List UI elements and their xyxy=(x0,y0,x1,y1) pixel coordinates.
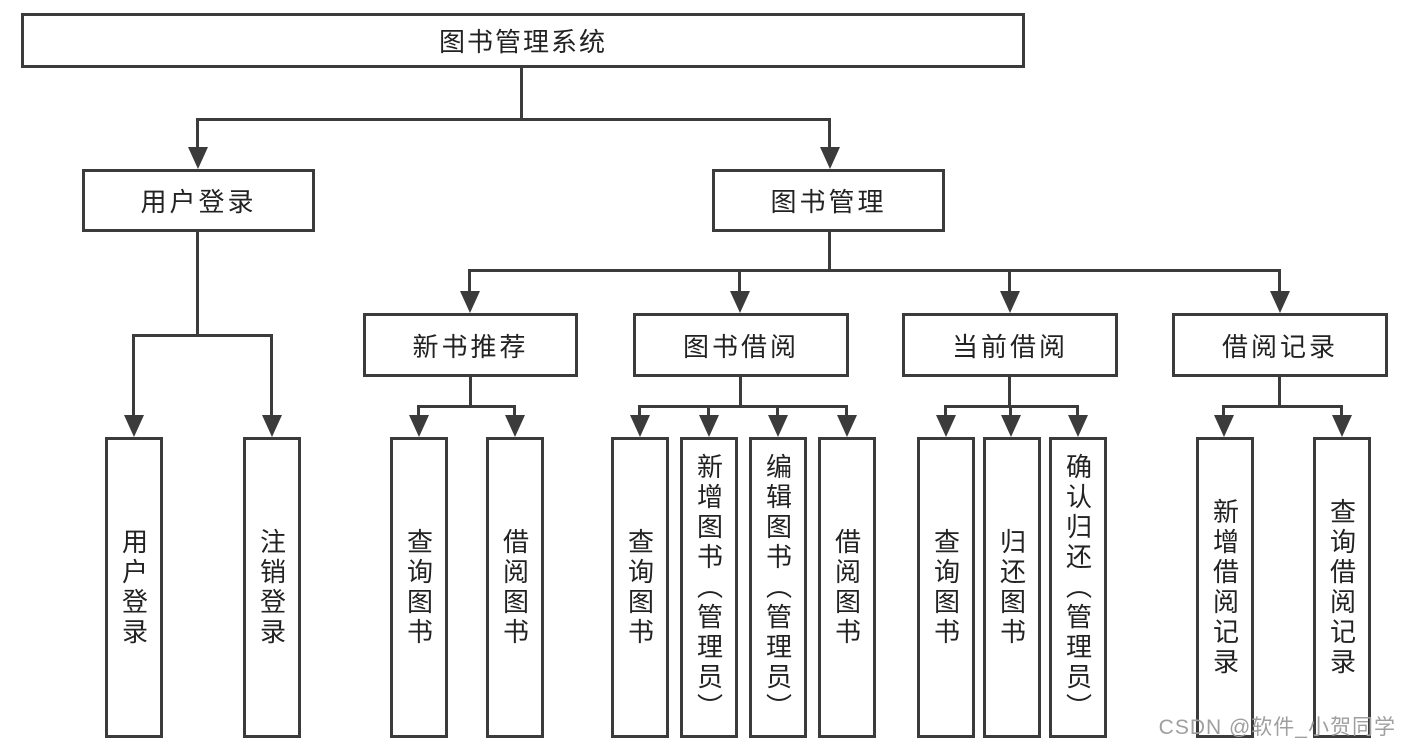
connector-line xyxy=(1222,405,1225,421)
node-book-borrowing: 图书借阅 xyxy=(633,313,849,377)
arrow-down-icon xyxy=(1001,415,1021,437)
connector-line xyxy=(469,377,472,408)
connector-line xyxy=(776,405,779,421)
connector-line xyxy=(468,269,471,295)
arrow-down-icon xyxy=(460,291,480,313)
connector-line xyxy=(845,405,848,421)
connector-line xyxy=(196,232,199,336)
connector-line xyxy=(828,118,831,152)
connector-line xyxy=(196,118,831,121)
leaf-add-borrow-record: 新增借阅记录 xyxy=(1196,437,1254,738)
connector-line xyxy=(707,405,710,421)
arrow-down-icon xyxy=(1068,415,1088,437)
leaf-user-login: 用户登录 xyxy=(105,437,163,738)
node-user-login: 用户登录 xyxy=(82,169,315,232)
connector-line xyxy=(270,334,273,420)
connector-line xyxy=(1009,405,1012,421)
watermark: CSDN @软件_小贺同学 xyxy=(1158,716,1396,739)
connector-line xyxy=(739,377,742,407)
leaf-logout: 注销登录 xyxy=(243,437,301,738)
arrow-down-icon xyxy=(630,415,650,437)
connector-line xyxy=(638,405,641,421)
leaf-confirm-return-admin: 确认归还（管理员） xyxy=(1049,437,1107,738)
arrow-down-icon xyxy=(936,415,956,437)
arrow-down-icon xyxy=(730,291,750,313)
connector-line xyxy=(1278,377,1281,408)
leaf-borrow-books-recommend: 借阅图书 xyxy=(486,437,544,738)
connector-line xyxy=(1076,405,1079,421)
connector-line xyxy=(1222,405,1343,408)
connector-line xyxy=(828,232,831,272)
arrow-down-icon xyxy=(699,415,719,437)
connector-line xyxy=(417,405,420,421)
leaf-query-books-borrowing: 查询图书 xyxy=(611,437,669,738)
arrow-down-icon xyxy=(1270,291,1290,313)
node-root: 图书管理系统 xyxy=(21,13,1025,68)
connector-line xyxy=(132,334,273,337)
connector-line xyxy=(132,334,135,420)
arrow-down-icon xyxy=(124,415,144,437)
connector-line xyxy=(1008,377,1011,407)
connector-line xyxy=(196,118,199,152)
connector-line xyxy=(520,68,523,120)
leaf-add-book-admin: 新增图书（管理员） xyxy=(680,437,738,738)
arrow-down-icon xyxy=(1332,415,1352,437)
connector-line xyxy=(417,405,516,408)
leaf-query-books-recommend: 查询图书 xyxy=(390,437,448,738)
node-book-management: 图书管理 xyxy=(712,169,945,232)
leaf-edit-book-admin: 编辑图书（管理员） xyxy=(749,437,807,738)
arrow-down-icon xyxy=(1000,291,1020,313)
node-new-book-recommendation: 新书推荐 xyxy=(363,313,578,377)
arrow-down-icon xyxy=(768,415,788,437)
connector-line xyxy=(513,405,516,421)
connector-line xyxy=(738,269,741,295)
leaf-return-books: 归还图书 xyxy=(983,437,1041,738)
connector-line xyxy=(468,269,1281,272)
arrow-down-icon xyxy=(409,415,429,437)
node-borrowing-records: 借阅记录 xyxy=(1172,313,1388,377)
connector-line xyxy=(1340,405,1343,421)
leaf-borrow-books-borrowing: 借阅图书 xyxy=(818,437,876,738)
connector-line xyxy=(1278,269,1281,295)
arrow-down-icon xyxy=(262,415,282,437)
connector-line xyxy=(1008,269,1011,295)
leaf-query-books-current: 查询图书 xyxy=(917,437,975,738)
arrow-down-icon xyxy=(188,147,208,169)
connector-line xyxy=(638,405,848,408)
connector-line xyxy=(944,405,947,421)
leaf-query-borrow-record: 查询借阅记录 xyxy=(1313,437,1371,738)
arrow-down-icon xyxy=(820,147,840,169)
arrow-down-icon xyxy=(1214,415,1234,437)
arrow-down-icon xyxy=(837,415,857,437)
node-current-borrowing: 当前借阅 xyxy=(902,313,1118,377)
arrow-down-icon xyxy=(505,415,525,437)
